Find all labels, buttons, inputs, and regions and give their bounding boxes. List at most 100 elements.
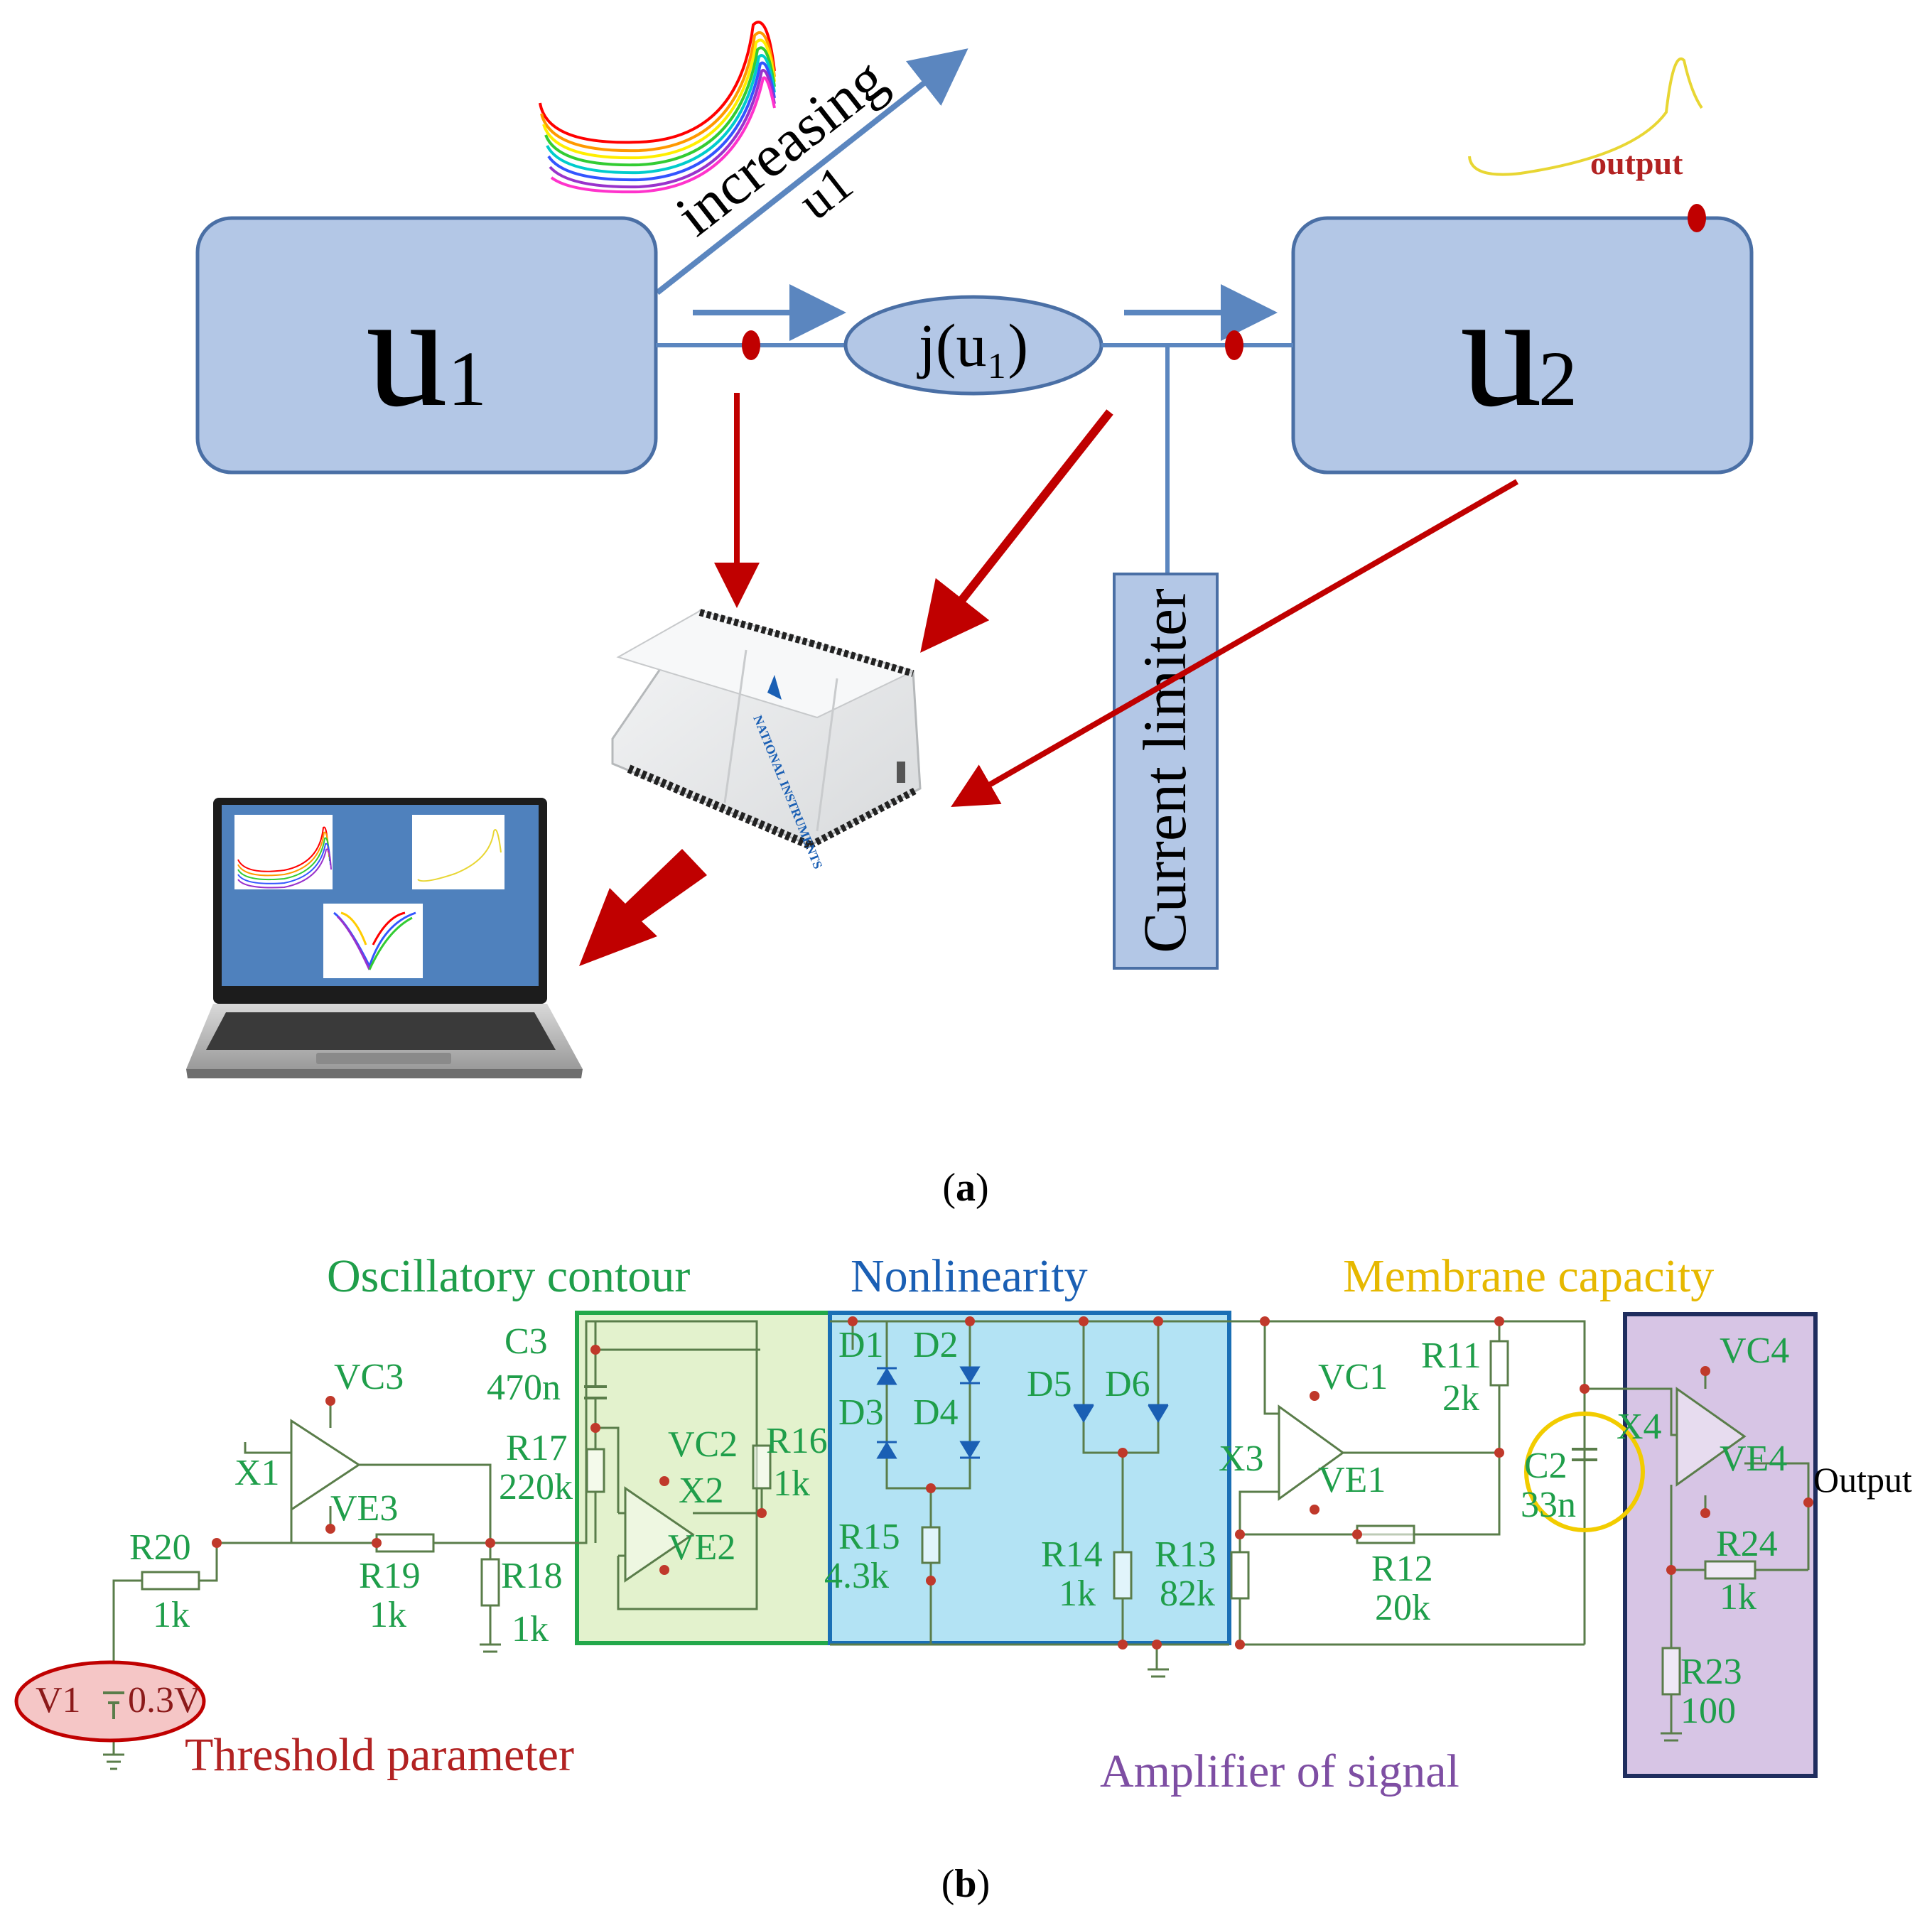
- label-x1: X1: [234, 1453, 280, 1493]
- amplifier-box: [1623, 1312, 1818, 1778]
- label-d5: D5: [1027, 1364, 1072, 1404]
- label-r16-value: 1k: [773, 1463, 810, 1504]
- resistor-r24-icon: [1704, 1560, 1756, 1580]
- increasing-arrow: [655, 48, 968, 296]
- label-r18-value: 1k: [512, 1609, 549, 1650]
- label-vc3: VC3: [334, 1357, 404, 1397]
- panel-a: increasing u1 u 1 u 2 output j(u₁): [186, 21, 1754, 1210]
- probe-dot-right: [1225, 330, 1243, 360]
- resistors: [141, 1340, 1756, 1696]
- diode-d5-icon: [1073, 1404, 1094, 1423]
- v1-value: 0.3V: [128, 1680, 201, 1721]
- capacitor-c3-icon: [584, 1385, 607, 1399]
- caption-a: (a): [942, 1166, 988, 1210]
- label-r17: R17: [506, 1428, 568, 1468]
- membrane-capacity-label: Membrane capacity: [1343, 1250, 1714, 1302]
- label-r11-value: 2k: [1442, 1378, 1479, 1419]
- label-d3: D3: [838, 1392, 884, 1433]
- caption-b: (b): [941, 1862, 990, 1906]
- label-r20: R20: [129, 1527, 191, 1568]
- opamp-x1-icon: [290, 1419, 361, 1512]
- label-r15: R15: [838, 1517, 900, 1557]
- diode-d1-icon: [876, 1367, 897, 1385]
- current-limiter-label: Current limiter: [1130, 588, 1199, 953]
- label-ve1: VE1: [1318, 1460, 1386, 1500]
- label-r11: R11: [1421, 1336, 1482, 1376]
- resistor-r14-icon: [1113, 1551, 1133, 1600]
- label-c3-value: 470n: [487, 1367, 561, 1408]
- diode-d6-icon: [1148, 1404, 1169, 1423]
- red-arrow-2: [920, 409, 1113, 653]
- output-signal-icon: [1468, 58, 1703, 176]
- label-x2: X2: [679, 1470, 724, 1511]
- diode-d2-icon: [959, 1366, 981, 1385]
- label-d1: D1: [838, 1325, 884, 1365]
- label-d4: D4: [913, 1392, 959, 1433]
- component-labels: VC3 X1 VE3 R20 1k R19 1k R18 1k C3 470n …: [129, 1321, 1789, 1731]
- laptop-icon: [186, 798, 583, 1078]
- label-ve4: VE4: [1720, 1439, 1787, 1479]
- probe-dot-left: [742, 330, 760, 360]
- resistor-r11-icon: [1489, 1340, 1509, 1387]
- battery-v1-icon: [103, 1691, 124, 1719]
- junction-dots: [212, 1316, 1813, 1650]
- label-r15-value: 4.3k: [824, 1556, 889, 1596]
- resistor-r12-icon: [1356, 1524, 1415, 1544]
- u1-block-label: u: [366, 259, 448, 440]
- u1-block-subscript: 1: [448, 335, 487, 422]
- label-r19: R19: [359, 1556, 421, 1596]
- label-vc4: VC4: [1720, 1331, 1789, 1371]
- daq-device-icon: NATIONAL INSTRUMENTS: [611, 609, 922, 871]
- resistor-r18-icon: [480, 1558, 500, 1607]
- panel-b: Oscillatory contour Nonlinearity Membran…: [14, 1250, 1912, 1906]
- diode-d3-icon: [876, 1441, 897, 1459]
- label-r20-value: 1k: [153, 1595, 190, 1635]
- label-vc2: VC2: [668, 1424, 738, 1465]
- label-r19-value: 1k: [369, 1595, 406, 1635]
- label-ve3: VE3: [330, 1488, 398, 1529]
- threshold-parameter-label: Threshold parameter: [185, 1729, 574, 1781]
- output-terminal-label: Output: [1813, 1460, 1912, 1500]
- resistor-r16-icon: [752, 1444, 772, 1490]
- diodes: [876, 1366, 1169, 1459]
- resistor-r23-icon: [1661, 1647, 1681, 1696]
- opamp-x2-icon: [624, 1486, 695, 1583]
- capacitor-c2-icon: [1572, 1448, 1597, 1461]
- label-x4: X4: [1617, 1407, 1662, 1447]
- resistor-r20-icon: [141, 1571, 200, 1591]
- output-label: output: [1590, 145, 1683, 181]
- label-ve2: VE2: [668, 1527, 735, 1568]
- label-r17-value: 220k: [499, 1467, 573, 1507]
- u2-block-label: u: [1460, 259, 1542, 440]
- label-r18: R18: [501, 1556, 563, 1596]
- resistor-r13-icon: [1230, 1551, 1250, 1600]
- big-red-arrow: [579, 849, 707, 966]
- resistor-r17-icon: [585, 1448, 605, 1493]
- oscillatory-contour-label: Oscillatory contour: [327, 1250, 690, 1302]
- label-c2: C2: [1524, 1446, 1567, 1486]
- current-limiter-box: [1113, 573, 1219, 970]
- output-probe-dot: [1688, 204, 1706, 232]
- label-d6: D6: [1105, 1364, 1150, 1404]
- opamp-x3-icon: [1278, 1404, 1345, 1501]
- label-r24-value: 1k: [1720, 1577, 1756, 1618]
- label-r14: R14: [1041, 1534, 1103, 1575]
- label-x3: X3: [1219, 1439, 1264, 1479]
- coupling-label: j(u₁): [917, 311, 1028, 379]
- label-r23: R23: [1680, 1652, 1742, 1692]
- label-d2: D2: [913, 1325, 959, 1365]
- membrane-capacity-highlight: [1524, 1412, 1645, 1532]
- label-c3: C3: [504, 1321, 548, 1362]
- u2-block-subscript: 2: [1538, 335, 1577, 422]
- diode-d4-icon: [959, 1441, 981, 1459]
- label-r23-value: 100: [1680, 1691, 1736, 1731]
- label-r12-value: 20k: [1375, 1588, 1430, 1628]
- amplifier-of-signal-label: Amplifier of signal: [1100, 1745, 1459, 1797]
- opamp-x4-icon: [1675, 1387, 1747, 1487]
- label-r16: R16: [766, 1421, 828, 1461]
- label-r13-value: 82k: [1160, 1573, 1215, 1614]
- label-c2-value: 33n: [1521, 1485, 1576, 1525]
- red-arrow-3: [951, 479, 1518, 807]
- opamps: [290, 1387, 1747, 1583]
